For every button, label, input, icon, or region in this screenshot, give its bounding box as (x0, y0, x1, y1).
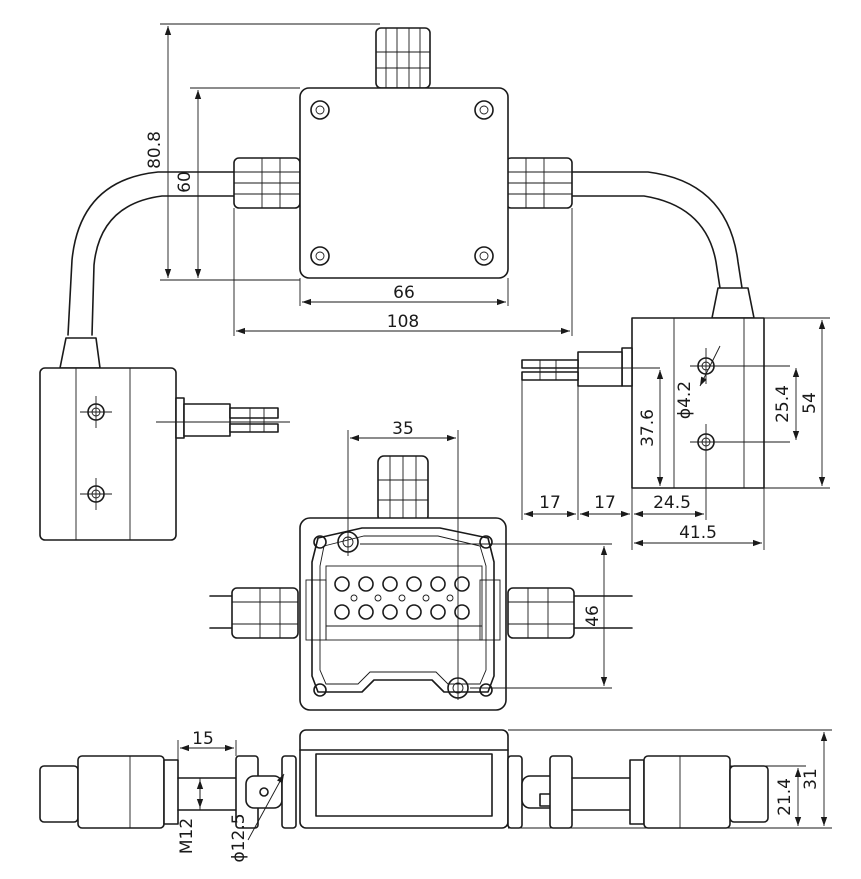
dim-hole-height-label: 37.6 (638, 409, 658, 447)
dim-box-width-label: 66 (393, 283, 415, 303)
left-connector (39, 337, 290, 541)
open-box-dimensions (347, 430, 612, 700)
right-gland (505, 157, 573, 209)
left-cable (67, 171, 239, 336)
dim-overall-height-label: 80.8 (145, 131, 165, 169)
dim-side-height-label: 31 (801, 768, 821, 790)
top-view-dimensions (160, 23, 573, 336)
right-cable (571, 171, 743, 289)
box-body-top (299, 87, 509, 279)
dim-connector-height-label: 54 (800, 392, 820, 414)
side-view (39, 729, 769, 829)
right-connector-dimensions (521, 317, 830, 550)
dim-hole-diameter-label: ϕ4.2 (675, 381, 695, 419)
dim-side-inner-height-label: 21.4 (775, 778, 795, 816)
open-box-view (209, 455, 633, 711)
dim-bolt-vertical-label: 46 (583, 605, 603, 627)
dim-thread-label: M12 (177, 818, 197, 854)
side-view-dimensions (177, 729, 832, 841)
terminal-small-holes (350, 594, 454, 602)
dim-overall-width-label: 108 (387, 312, 419, 332)
terminal-row-bottom (334, 604, 470, 620)
dim-gland-diameter-label: ϕ12.5 (229, 813, 249, 862)
dim-box-height-label: 60 (175, 171, 195, 193)
right-connector (521, 287, 790, 520)
dim-connector-width-label: 41.5 (679, 523, 717, 543)
left-gland (233, 157, 301, 209)
top-gland (375, 27, 431, 89)
dim-plug-length-b-label: 17 (594, 493, 616, 513)
dim-hole-offset-label: 24.5 (653, 493, 691, 513)
dim-thread-length-label: 15 (192, 729, 214, 749)
dim-hole-spacing-label: 25.4 (773, 385, 793, 423)
top-view (67, 27, 743, 336)
dim-bolt-spacing-label: 35 (392, 419, 414, 439)
dim-plug-length-a-label: 17 (539, 493, 561, 513)
corner-screws-top (310, 100, 494, 266)
terminal-row-top (334, 576, 470, 592)
